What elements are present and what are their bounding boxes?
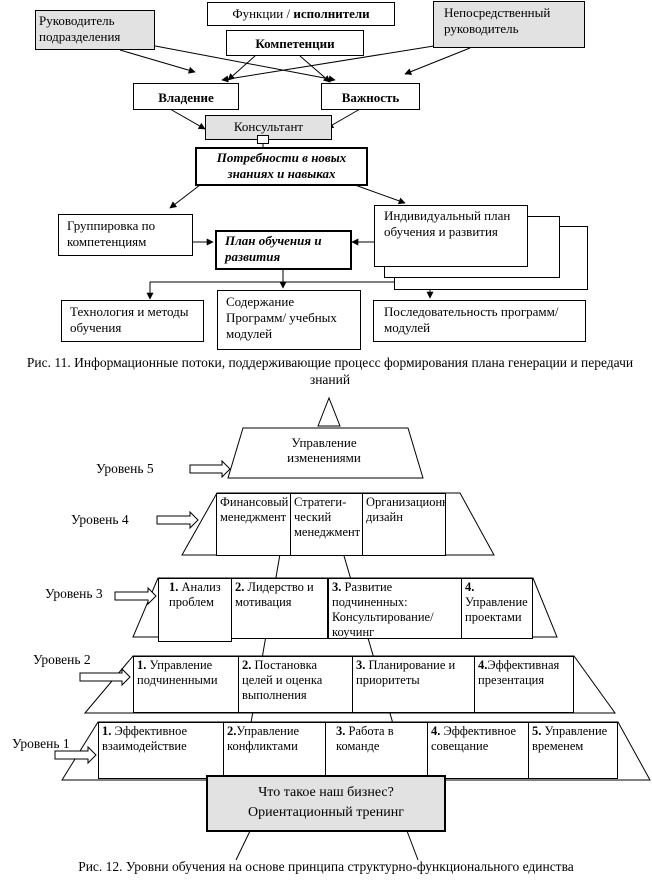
level3-item-1: 1. Анализ проблем	[158, 578, 232, 642]
level2-item-2: 2. Постановка целей и оценка выполнения	[238, 656, 353, 713]
level1-item-3: 3. Работа в команде	[325, 722, 428, 779]
level1-item-2: 2.Управление конфликтами	[223, 722, 326, 779]
sequence-label: Последовательность программ/модулей	[384, 304, 559, 335]
level4-org-design: Организационный дизайн	[362, 493, 446, 556]
importance-label: Важность	[341, 90, 400, 105]
level4-strategic: Стратеги-ческий менеджмент	[290, 493, 363, 556]
level-4-label: Уровень 4	[71, 512, 129, 527]
competencies-box: Компетенции	[226, 30, 364, 56]
level1-item-5: 5. Управление временем	[528, 722, 618, 779]
level-2-label: Уровень 2	[33, 652, 91, 667]
change-management-label: Управление изменениями	[287, 435, 361, 465]
technology-label: Технология и методы обучения	[70, 304, 189, 335]
orientation-training-box: Что такое наш бизнес? Ориентационный тре…	[206, 775, 446, 832]
possession-label: Владение	[158, 90, 214, 105]
training-plan-box: План обучения и развития	[215, 230, 352, 270]
level-3-label: Уровень 3	[45, 586, 103, 601]
sequence-box: Последовательность программ/модулей	[373, 300, 586, 342]
consultant-connector	[257, 135, 269, 144]
grouping-label: Группировка по компетенциям	[67, 218, 156, 249]
content-box: Содержание Программ/ учебных модулей	[217, 290, 361, 350]
consultant-label: Консультант	[233, 119, 304, 134]
consultant-box: Консультант	[205, 115, 332, 140]
individual-plan-box: Индивидуальный план обучения и развития	[374, 205, 528, 267]
level3-item-4: 4. Управление проектами	[461, 578, 533, 639]
unit-head-box: Руководитель подразделения	[35, 10, 155, 50]
needs-box: Потребности в новых знаниях и навыках	[195, 147, 368, 186]
training-plan-label: План обучения и развития	[225, 233, 322, 264]
level-5-label: Уровень 5	[96, 461, 154, 476]
direct-manager-box: Непосредственный руководитель	[433, 1, 585, 48]
executors-label: исполнители	[293, 6, 370, 21]
level3-item-3: 3. Развитие подчиненных: Консультировани…	[328, 578, 462, 639]
competencies-label: Компетенции	[255, 36, 335, 51]
orientation-training-label: Что такое наш бизнес? Ориентационный тре…	[248, 785, 404, 820]
level2-item-1: 1. Управление подчиненными	[133, 656, 239, 713]
level1-item-4: 4. Эффективное совещание	[427, 722, 529, 779]
figure-12-caption: Рис. 12. Уровни обучения на основе принц…	[78, 859, 574, 874]
needs-label: Потребности в новых знаниях и навыках	[216, 150, 347, 181]
level2-item-4: 4.Эффективная презентация	[474, 656, 574, 713]
figure-11-caption: Рис. 11. Информационные потоки, поддержи…	[26, 355, 634, 387]
level2-item-3: 3. Планирование и приоритеты	[352, 656, 475, 713]
individual-plan-label: Индивидуальный план обучения и развития	[384, 208, 511, 239]
level3-item-2: 2. Лидерство и мотивация	[231, 578, 328, 639]
functions-box: Функции / исполнители	[207, 2, 395, 26]
importance-box: Важность	[321, 83, 420, 110]
content-label: Содержание Программ/ учебных модулей	[226, 294, 337, 341]
functions-label: Функции /	[232, 6, 294, 21]
level-1-label: Уровень 1	[12, 736, 70, 751]
grouping-box: Группировка по компетенциям	[58, 214, 193, 256]
direct-manager-label: Непосредственный руководитель	[444, 5, 551, 36]
level1-item-1: 1. Эффективное взаимодействие	[98, 722, 224, 779]
level4-finance: Финансовый менеджмент	[216, 493, 291, 556]
unit-head-label: Руководитель подразделения	[39, 13, 121, 44]
technology-box: Технология и методы обучения	[61, 300, 204, 342]
possession-box: Владение	[133, 83, 239, 110]
